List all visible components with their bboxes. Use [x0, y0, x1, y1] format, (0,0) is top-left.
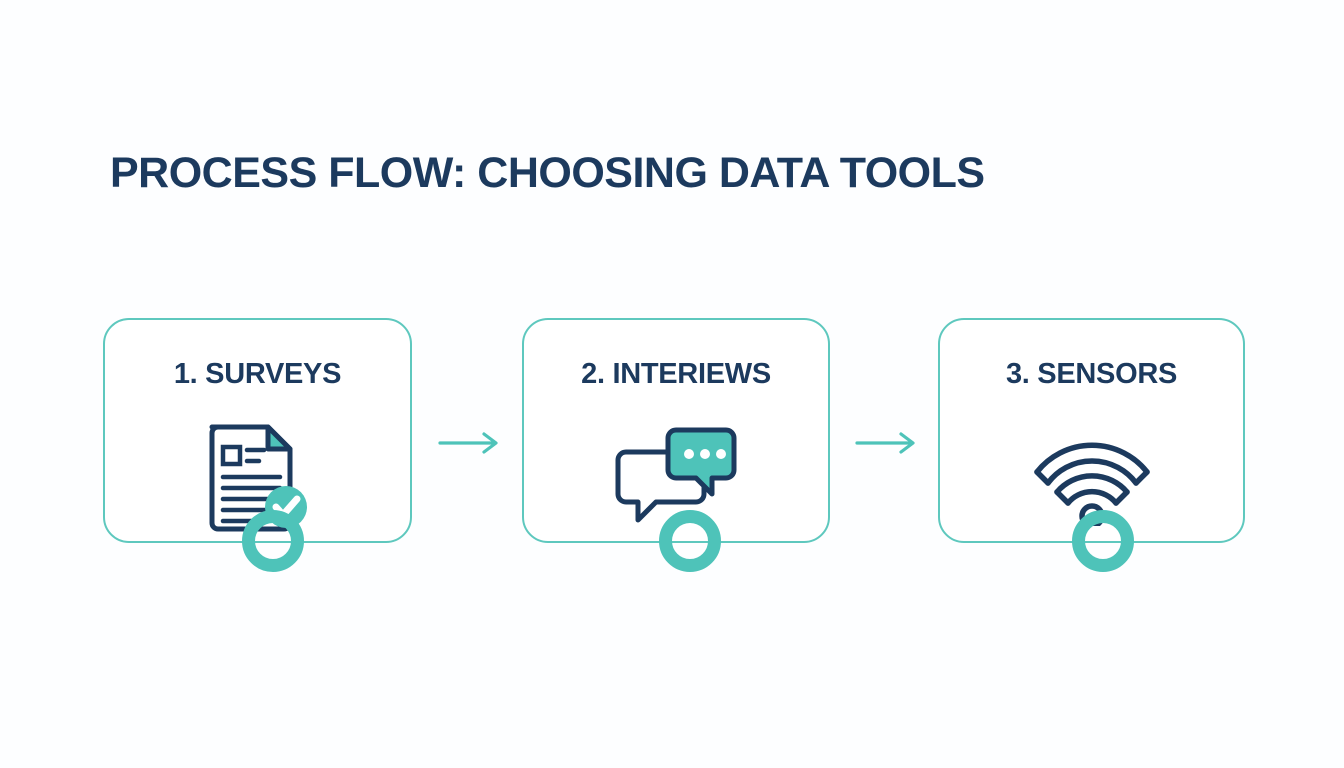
page-title: PROCESS FLOW: CHOOSING DATA TOOLS — [110, 149, 985, 197]
step-card-title: 2. INTERIEWS — [581, 358, 771, 390]
connector-arrow-2 — [855, 430, 919, 456]
arrow-right-icon — [855, 432, 915, 454]
step-node-ring — [659, 510, 721, 572]
step-card-title: 1. SURVEYS — [173, 358, 342, 390]
process-flow-row: 1. SURVEYS — [0, 318, 1344, 618]
step-card-icon — [524, 418, 828, 538]
wifi-signal-icon — [1033, 442, 1150, 526]
step-card-icon — [105, 418, 410, 538]
step-node-ring — [242, 510, 304, 572]
arrow-right-icon — [438, 432, 498, 454]
connector-arrow-1 — [438, 430, 502, 456]
step-card-title: 3. SENSORS — [1005, 358, 1178, 390]
step-card-sensors[interactable]: 3. SENSORS — [938, 318, 1245, 572]
speech-bubbles-icon — [615, 427, 737, 523]
step-card-interviews[interactable]: 2. INTERIEWS — [522, 318, 830, 572]
step-card-surveys[interactable]: 1. SURVEYS — [103, 318, 412, 572]
step-card-icon — [940, 418, 1243, 538]
step-node-ring — [1072, 510, 1134, 572]
document-check-icon — [209, 424, 307, 532]
